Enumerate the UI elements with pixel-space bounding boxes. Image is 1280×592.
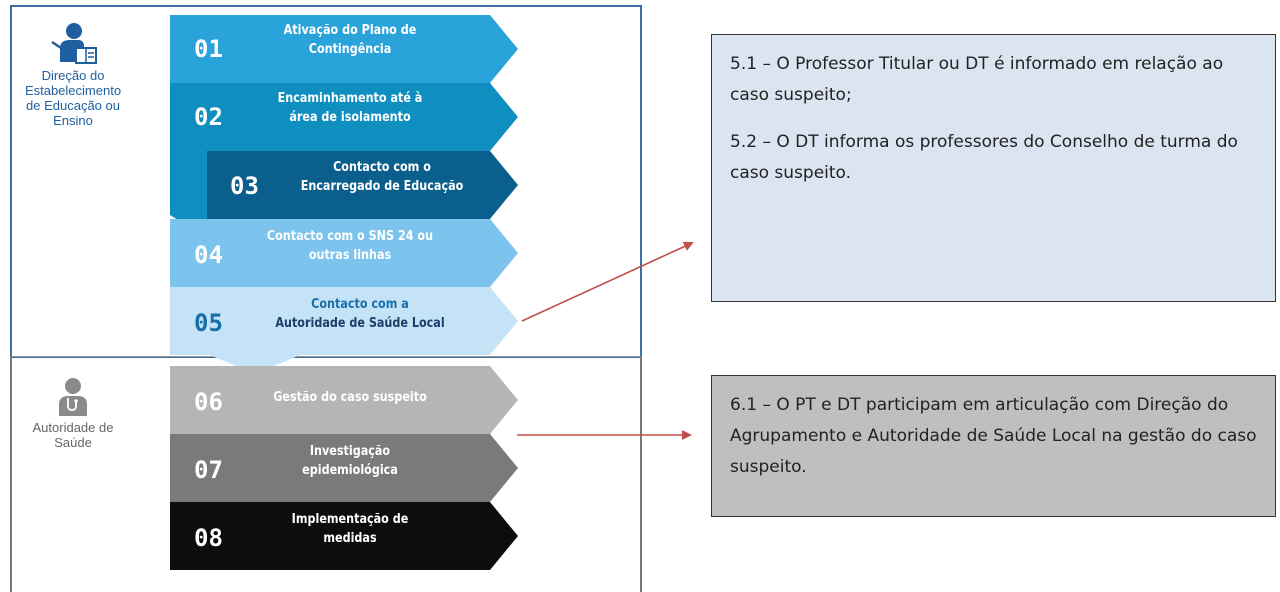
step-02-number: 02 xyxy=(194,103,223,131)
step-03-number: 03 xyxy=(230,172,259,200)
school-actor-label: Direção do Estabelecimento de Educação o… xyxy=(24,68,122,128)
step-08-number: 08 xyxy=(194,524,223,552)
doctor-icon xyxy=(59,378,87,416)
note-5-1: 5.1 – O Professor Titular ou DT é inform… xyxy=(730,54,1224,105)
step-05-shape xyxy=(170,287,518,374)
step-07-number: 07 xyxy=(194,456,223,484)
step-01-shape xyxy=(170,15,518,100)
process-steps: 01 Ativação do Plano de Contingência 02 … xyxy=(170,15,518,570)
step-03-text: Contacto com o Encarregado de Educação xyxy=(300,160,464,194)
step-08-shape xyxy=(170,502,518,570)
teacher-icon xyxy=(51,23,97,64)
step-04-number: 04 xyxy=(194,241,223,269)
health-actor-label: Autoridade de Saúde xyxy=(32,420,114,450)
step-05-text-line2: Autoridade de Saúde Local xyxy=(275,316,445,331)
step-05-text-line1: Contacto com a xyxy=(311,297,409,312)
step-02-shape xyxy=(170,83,518,151)
step-05-text: Contacto com a Autoridade de Saúde Local xyxy=(265,295,454,333)
note-step-5: 5.1 – O Professor Titular ou DT é inform… xyxy=(711,34,1276,302)
note-6-1: 6.1 – O PT e DT participam em articulaçã… xyxy=(730,395,1257,477)
step-03-shape xyxy=(207,151,518,238)
step-02-tail xyxy=(170,151,207,238)
health-actor: Autoridade de Saúde xyxy=(18,376,128,450)
note-5-2: 5.2 – O DT informa os professores do Con… xyxy=(730,132,1238,183)
step-02-text: Encaminhamento até à área de isolamento xyxy=(277,91,423,125)
arrow-step05-to-note1 xyxy=(521,241,694,322)
step-06-number: 06 xyxy=(194,388,223,416)
step-08-text: Implementação de medidas xyxy=(291,512,409,546)
step-07-text: Investigação epidemiológica xyxy=(302,444,398,478)
health-section-frame xyxy=(10,356,642,592)
step-04-text: Contacto com o SNS 24 ou outras linhas xyxy=(266,229,434,263)
school-section-frame xyxy=(10,5,642,358)
step-01-number: 01 xyxy=(194,35,223,63)
step-04-shape xyxy=(170,219,518,305)
steps-shapes xyxy=(170,15,518,570)
step-06-shape xyxy=(170,366,518,452)
step-01-text: Ativação do Plano de Contingência xyxy=(283,23,417,57)
note-step-6: 6.1 – O PT e DT participam em articulaçã… xyxy=(711,375,1276,517)
step-07-shape xyxy=(170,434,518,520)
step-05-number: 05 xyxy=(194,309,223,337)
school-actor: Direção do Estabelecimento de Educação o… xyxy=(18,22,128,128)
step-06-text: Gestão do caso suspeito xyxy=(273,390,427,405)
